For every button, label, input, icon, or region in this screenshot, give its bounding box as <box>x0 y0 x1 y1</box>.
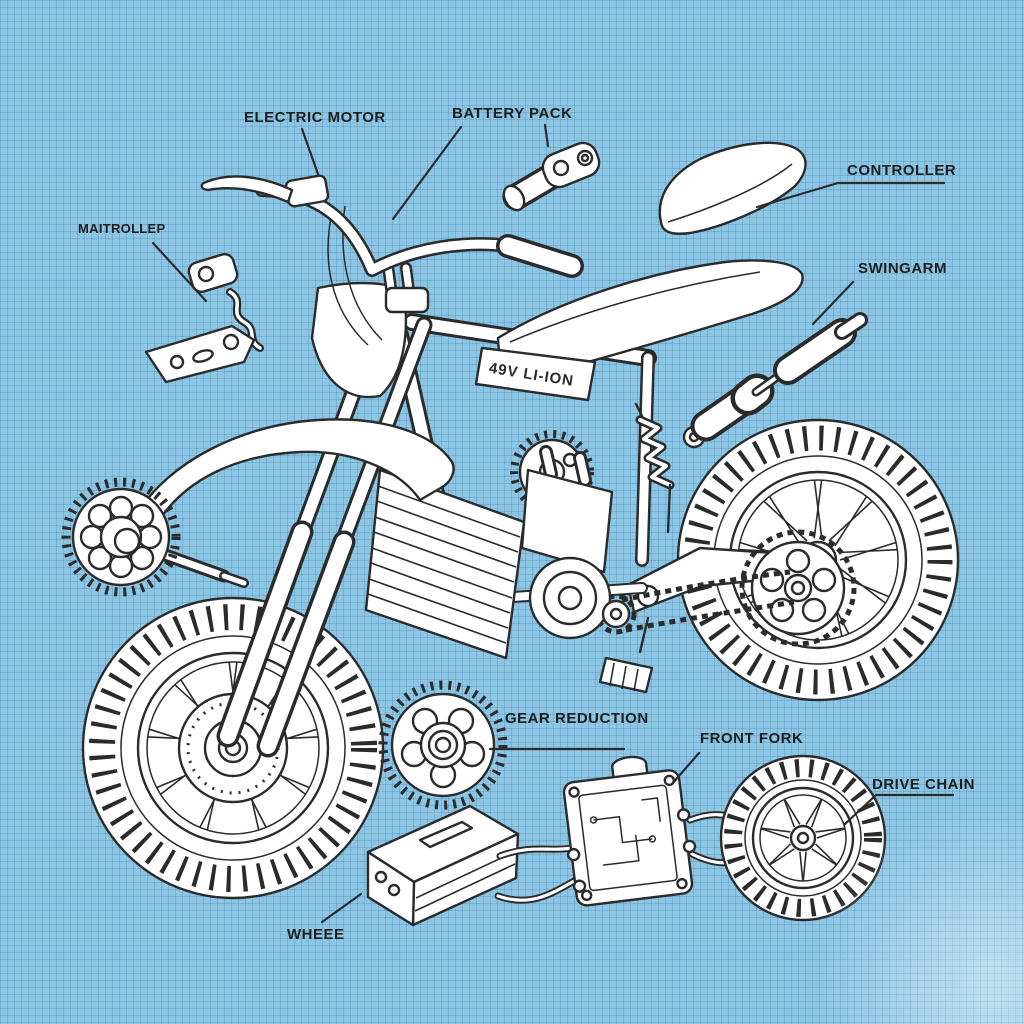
leader-battery-pack <box>391 125 463 221</box>
rear-shock <box>634 402 675 534</box>
label-battery-pack: BATTERY PACK <box>452 105 573 122</box>
label-throttle: MAITROLLEP <box>78 221 166 236</box>
leader-wheel <box>320 892 363 924</box>
leader-swingarm <box>811 280 855 326</box>
front-wheel <box>81 596 385 900</box>
leader-lines <box>151 123 955 924</box>
label-electric-motor: ELECTRIC MOTOR <box>244 109 386 126</box>
front-fender <box>136 418 455 527</box>
part-brake-lever-assembly <box>144 252 264 384</box>
number-plate <box>310 281 408 399</box>
leader-electric-motor <box>300 127 320 176</box>
spare-wheel-spokes <box>760 798 846 882</box>
label-gear-reduction: GEAR REDUCTION <box>505 710 649 727</box>
part-gear-sprocket <box>378 680 508 810</box>
exploded-parts <box>61 141 887 927</box>
label-front-fork: FRONT FORK <box>700 730 804 747</box>
label-wheel: WHEEE <box>287 926 345 943</box>
rear-sprocket <box>750 540 846 636</box>
leader-front-fork <box>670 751 701 786</box>
leader-drive-chain <box>843 793 955 826</box>
footpeg <box>598 616 654 694</box>
label-swingarm: SWINGARM <box>858 260 947 277</box>
label-controller: CONTROLLER <box>847 162 957 179</box>
part-battery-connector <box>502 141 601 212</box>
battery-fin-panel <box>364 468 526 660</box>
leader-battery-pack-2 <box>543 123 550 148</box>
leader-controller <box>755 181 946 209</box>
handlebar <box>200 174 584 346</box>
leader-throttle <box>151 241 208 303</box>
part-front-sprocket-axle <box>61 477 249 597</box>
part-spare-wheel <box>719 754 887 922</box>
label-drive-chain: DRIVE CHAIN <box>872 776 976 793</box>
part-battery-box <box>366 804 520 927</box>
dirt-bike: 49V LI-ION <box>81 174 960 900</box>
part-shock-absorber <box>682 312 868 449</box>
part-controller-pcb <box>494 755 749 907</box>
front-fork <box>216 306 433 758</box>
part-seat <box>658 141 807 235</box>
brake-lever <box>200 175 294 204</box>
frame-badge-plate: 49V LI-ION <box>474 346 597 402</box>
electric-motor <box>520 445 631 640</box>
